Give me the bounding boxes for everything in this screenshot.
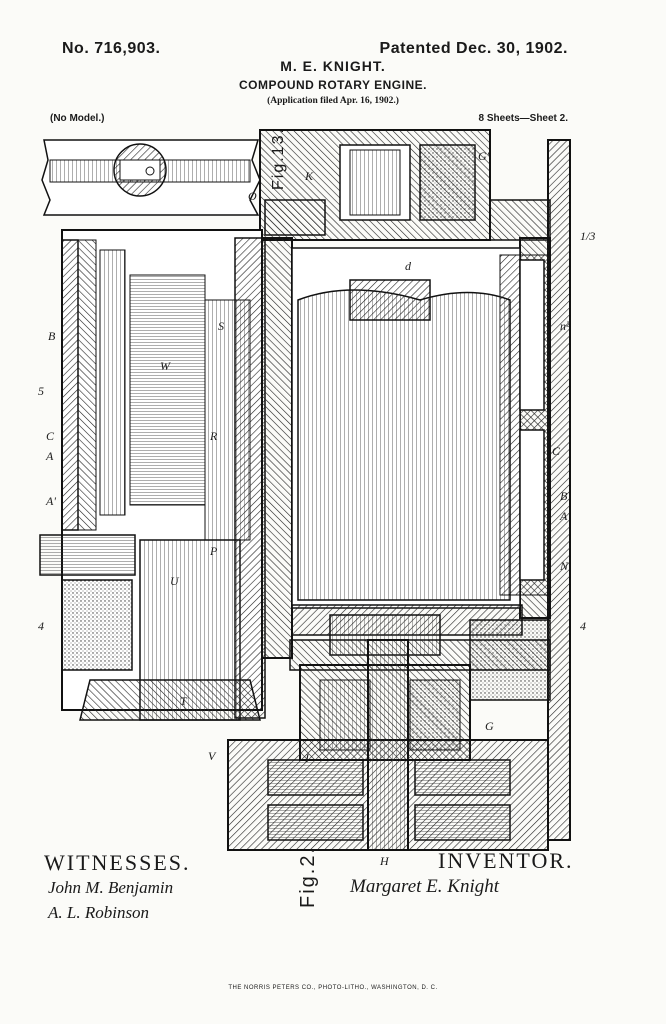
svg-text:K: K: [304, 169, 314, 183]
fig13-label: Fig.13.: [270, 127, 287, 190]
sheet-count: 8 Sheets—Sheet 2.: [478, 113, 568, 124]
main-housing: [261, 237, 551, 659]
witnesses-label: WITNESSES.: [44, 850, 191, 875]
svg-text:G: G: [485, 719, 494, 733]
printer-imprint: THE NORRIS PETERS CO., PHOTO-LITHO., WAS…: [228, 985, 438, 991]
witness-signature-2: A. L. Robinson: [48, 903, 150, 922]
svg-text:W: W: [160, 359, 171, 373]
svg-text:O: O: [248, 189, 257, 203]
top-housing: [259, 129, 551, 241]
svg-text:n²: n²: [560, 319, 570, 333]
svg-text:A: A: [559, 509, 568, 523]
svg-text:C: C: [552, 444, 561, 458]
witness-signature-1: John M. Benjamin: [48, 878, 174, 897]
inventor-signature: Margaret E. Knight: [350, 876, 500, 897]
inventor-name: M. E. KNIGHT.: [280, 58, 386, 74]
svg-text:A': A': [45, 494, 56, 508]
inventor-label: INVENTOR.: [438, 848, 574, 873]
central-shaft: [367, 639, 409, 851]
svg-text:P: P: [209, 544, 218, 558]
svg-text:G': G': [478, 149, 490, 163]
fig13-inset: [41, 139, 261, 216]
patent-date: Patented Dec. 30, 1902.: [379, 40, 568, 57]
svg-text:A: A: [45, 449, 54, 463]
left-casing: [39, 229, 266, 721]
svg-text:V: V: [208, 749, 217, 763]
svg-text:S: S: [218, 319, 224, 333]
model-note: (No Model.): [50, 113, 105, 124]
svg-text:B: B: [48, 329, 56, 343]
svg-text:N: N: [559, 559, 569, 573]
svg-text:4: 4: [38, 619, 44, 633]
svg-text:d: d: [405, 259, 412, 273]
patent-number: No. 716,903.: [62, 40, 161, 57]
svg-text:C: C: [46, 429, 55, 443]
patent-title: COMPOUND ROTARY ENGINE.: [239, 78, 427, 92]
reference-labels: B 5 A C A' 4 W R S P U T V H I G C B A N…: [38, 149, 595, 868]
svg-text:4: 4: [580, 619, 586, 633]
svg-text:R: R: [209, 429, 218, 443]
svg-text:1/3: 1/3: [580, 229, 595, 243]
svg-text:B: B: [560, 489, 568, 503]
application-filed: (Application filed Apr. 16, 1902.): [267, 96, 399, 106]
svg-text:5: 5: [38, 384, 44, 398]
svg-text:U: U: [170, 574, 180, 588]
fig2-label: Fig.2.: [297, 845, 319, 908]
svg-text:I: I: [304, 751, 310, 765]
svg-text:H: H: [379, 854, 390, 868]
svg-text:T: T: [180, 694, 188, 708]
